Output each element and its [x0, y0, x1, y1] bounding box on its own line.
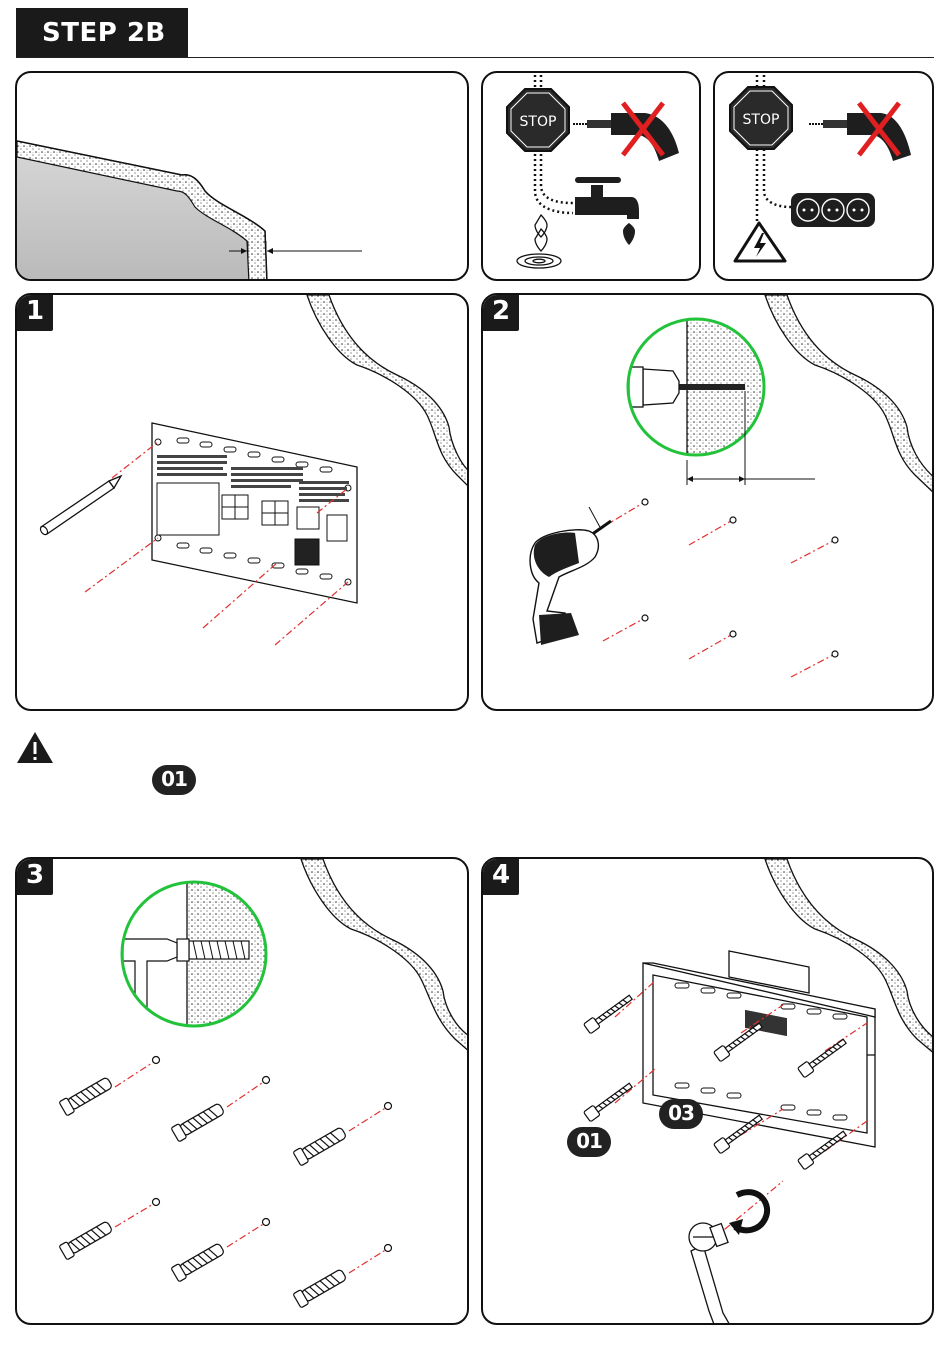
header-rule	[16, 57, 934, 58]
power-socket-icon	[791, 193, 875, 227]
step-number: 1	[17, 296, 53, 326]
wall-thickness-panel	[15, 71, 469, 281]
step-number: 4	[483, 860, 519, 890]
wall-edge	[307, 295, 469, 489]
drill-lines	[603, 503, 833, 677]
warning-note	[16, 730, 56, 770]
stop-sign-icon: STOP	[730, 87, 792, 149]
wall-section-illustration	[17, 73, 469, 281]
anchor-lines	[115, 1061, 387, 1273]
part-badge-label: 01	[152, 767, 196, 791]
drill-crossed-icon	[809, 103, 911, 161]
step-number-badge: 4	[483, 859, 519, 895]
wall-edge	[301, 859, 469, 1053]
step-number: 2	[483, 296, 519, 326]
anchor-part-label: 01	[567, 1129, 611, 1153]
electric-cable-warning-panel: STOP	[713, 71, 934, 281]
part-badge: 01	[152, 765, 196, 795]
cordless-drill-icon	[530, 507, 611, 645]
stop-sign-icon: STOP	[507, 89, 569, 151]
anchor-detail	[117, 879, 277, 1039]
drill-depth-detail	[623, 315, 815, 485]
anchor-part-badge: 01	[567, 1127, 611, 1157]
step-number-badge: 3	[17, 859, 53, 895]
anchor-hole-markers	[153, 1057, 392, 1252]
rotation-arrow-icon	[729, 1192, 767, 1235]
pencil-icon	[39, 476, 121, 536]
bolt-part-badge: 03	[659, 1099, 703, 1129]
wall-edge	[765, 295, 934, 495]
warning-triangle-icon	[16, 730, 56, 766]
step-number-badge: 2	[483, 295, 519, 331]
step-4-panel: 4 03 01	[481, 857, 934, 1325]
step-3-panel: 3	[15, 857, 469, 1325]
stop-label: STOP	[743, 112, 780, 128]
stop-label: STOP	[520, 114, 557, 130]
step-header: STEP 2B	[16, 8, 188, 58]
wall-anchor-icon	[59, 1075, 348, 1308]
wrench-icon	[689, 1223, 731, 1325]
wall-edge	[765, 859, 934, 1055]
step-number-badge: 1	[17, 295, 53, 331]
water-pipe-warning-panel: STOP	[481, 71, 701, 281]
step-1-panel: 1	[15, 293, 469, 711]
drilling-template-sheet	[152, 423, 357, 603]
step-number: 3	[17, 860, 53, 890]
bolt-part-label: 03	[659, 1101, 703, 1125]
step-title: STEP 2B	[42, 18, 166, 48]
drill-crossed-icon	[573, 103, 679, 161]
step-2-panel: 2	[481, 293, 934, 711]
hole-markers	[642, 499, 838, 657]
high-voltage-icon	[735, 223, 785, 261]
lag-bolt-icon	[583, 992, 848, 1169]
